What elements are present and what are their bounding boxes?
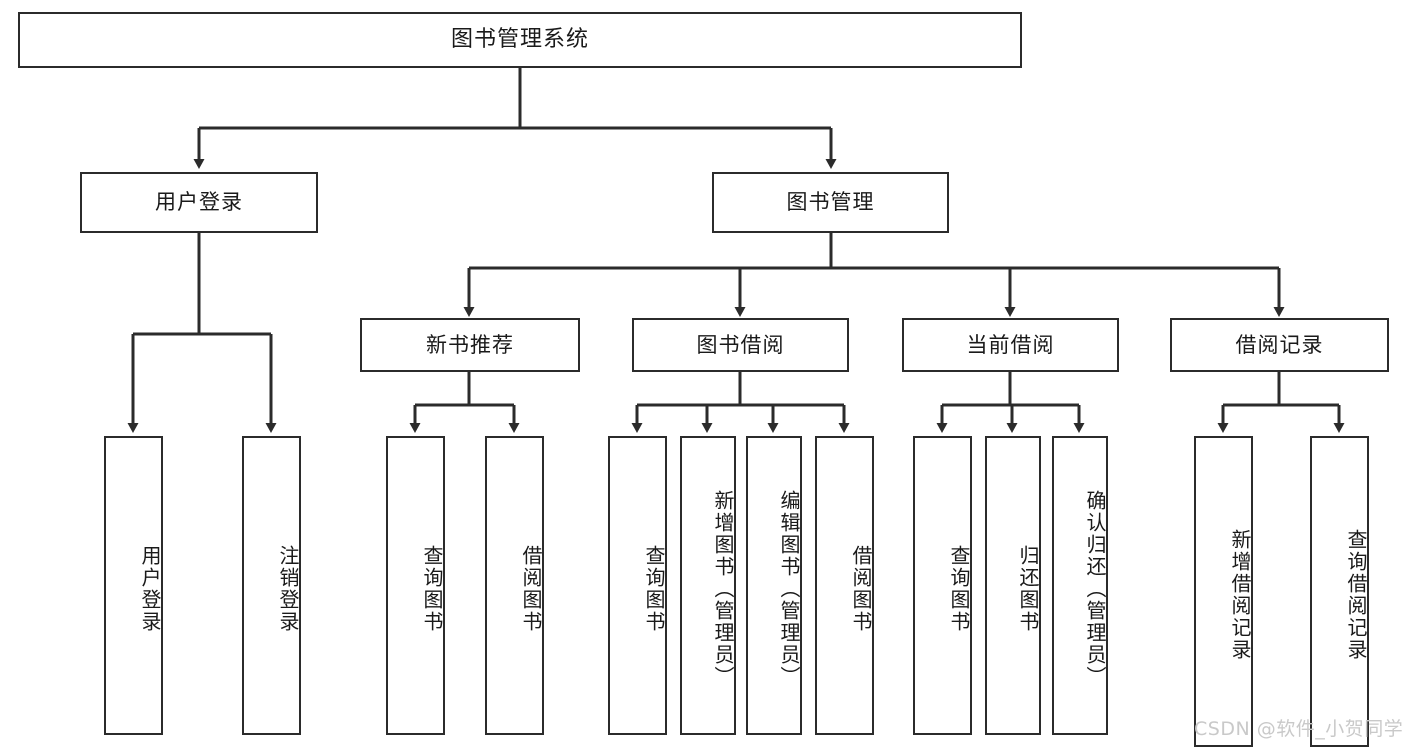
leaf-node-add-book[interactable]: 新增图书（管理员） [680, 436, 736, 735]
leaf-node-user-login[interactable]: 用户登录 [104, 436, 163, 735]
node-borrow-record-label: 借阅记录 [1235, 332, 1324, 357]
connector-recommend-to-leaves [409, 372, 520, 433]
leaf-node-confirm-return[interactable]: 确认归还（管理员） [1052, 436, 1108, 735]
leaf-label: 查询图书 [642, 544, 666, 633]
leaf-label: 新增图书（管理员） [711, 489, 735, 688]
leaf-label: 查询图书 [420, 544, 444, 633]
leaf-node-add-borrow-record[interactable]: 新增借阅记录 [1194, 436, 1253, 747]
leaf-label: 借阅图书 [849, 544, 873, 633]
connector-book-manage-to-level3 [463, 233, 1285, 317]
leaf-node-borrow-book[interactable]: 借阅图书 [815, 436, 874, 735]
leaf-label: 注销登录 [276, 544, 300, 633]
leaf-node-query-book-current[interactable]: 查询图书 [913, 436, 972, 735]
csdn-watermark: CSDN @软件_小贺同学 [1194, 718, 1404, 740]
leaf-node-return-book[interactable]: 归还图书 [985, 436, 1041, 735]
node-book-borrow-label: 图书借阅 [696, 332, 785, 357]
leaf-label: 查询图书 [947, 544, 971, 633]
node-current-borrow[interactable]: 当前借阅 [902, 318, 1119, 372]
leaf-label: 新增借阅记录 [1228, 528, 1252, 661]
leaf-label: 确认归还（管理员） [1083, 489, 1107, 688]
node-book-manage-label: 图书管理 [786, 190, 875, 215]
node-user-login-label: 用户登录 [155, 190, 243, 215]
node-book-borrow[interactable]: 图书借阅 [632, 318, 849, 372]
leaf-node-borrow-book-recommend[interactable]: 借阅图书 [485, 436, 544, 735]
leaf-node-query-book-recommend[interactable]: 查询图书 [386, 436, 445, 735]
leaf-label: 查询借阅记录 [1344, 528, 1368, 661]
leaf-label: 用户登录 [138, 544, 162, 633]
connector-record-to-leaves [1217, 372, 1345, 433]
node-new-book-recommend[interactable]: 新书推荐 [360, 318, 580, 372]
connector-user-login-to-leaves [127, 233, 277, 433]
leaf-node-edit-book[interactable]: 编辑图书（管理员） [746, 436, 802, 735]
node-borrow-record[interactable]: 借阅记录 [1170, 318, 1389, 372]
node-user-login[interactable]: 用户登录 [80, 172, 318, 233]
leaf-label: 借阅图书 [519, 544, 543, 633]
leaf-label: 编辑图书（管理员） [777, 489, 801, 688]
leaf-label: 归还图书 [1016, 544, 1040, 633]
connector-root-to-level2 [193, 68, 837, 169]
leaf-node-logout[interactable]: 注销登录 [242, 436, 301, 735]
node-book-manage[interactable]: 图书管理 [712, 172, 949, 233]
node-current-borrow-label: 当前借阅 [966, 332, 1055, 357]
connector-borrow-to-leaves [631, 372, 850, 433]
connector-current-to-leaves [936, 372, 1085, 433]
node-root-label: 图书管理系统 [450, 27, 589, 53]
leaf-node-query-book-borrow[interactable]: 查询图书 [608, 436, 667, 735]
leaf-node-query-borrow-record[interactable]: 查询借阅记录 [1310, 436, 1369, 747]
node-root-system[interactable]: 图书管理系统 [18, 12, 1022, 68]
node-new-book-recommend-label: 新书推荐 [426, 332, 514, 357]
